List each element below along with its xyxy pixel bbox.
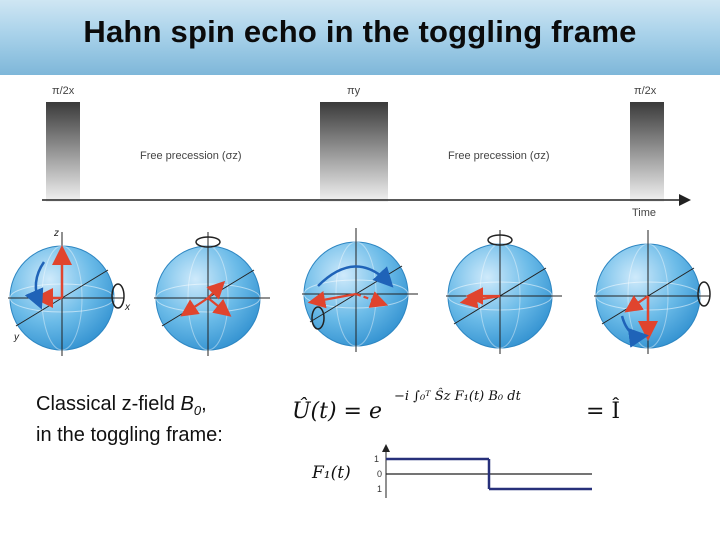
tick-label-bottom: 1 [377, 484, 382, 494]
pulse-3 [630, 102, 664, 202]
pulse-label-1: π/2x [52, 85, 75, 97]
caption-prefix: Classical z-field [36, 393, 181, 415]
title-bar [0, 0, 720, 75]
bloch-sphere-5 [594, 230, 711, 354]
caption-subscript: 0 [193, 403, 202, 418]
precession-label-1: Free precession (σz) [140, 150, 242, 162]
caption-line-2: in the toggling frame: [36, 424, 223, 446]
precession-label-2: Free precession (σz) [448, 150, 550, 162]
time-label: Time [632, 207, 656, 219]
pulse-1 [46, 102, 80, 202]
pulse-sequence: π/2x πy π/2x Free precession (σz) Free p… [42, 85, 691, 219]
caption-suffix: , [201, 393, 207, 415]
bloch-sphere-1: z x y [8, 228, 131, 356]
toggle-function-label: F₁(t) [311, 463, 351, 483]
toggle-plot: F₁(t) 1 0 1 [311, 444, 592, 498]
tick-label-top: 1 [374, 454, 379, 464]
bloch-sphere-4 [446, 230, 562, 354]
caption-symbol: B [180, 393, 194, 415]
bloch-sphere-2 [154, 232, 270, 356]
unitary-equation: Û(t) = e −i ∫₀ᵀ Ŝz F₁(t) B₀ dt = Î [292, 387, 620, 424]
equation-exponent: −i ∫₀ᵀ Ŝz F₁(t) B₀ dt [394, 387, 522, 404]
pulse-label-2: πy [347, 85, 361, 97]
pulse-label-3: π/2x [634, 85, 657, 97]
bloch-sphere-3 [302, 228, 418, 352]
toggle-segments [386, 457, 592, 491]
equation-rhs: = Î [586, 397, 620, 424]
equation-lhs: Û(t) = e [292, 397, 382, 424]
pulse-2 [320, 102, 388, 202]
axis-label-x: x [124, 302, 131, 313]
axis-label-z: z [53, 228, 59, 239]
slide-title: Hahn spin echo in the toggling frame [83, 14, 637, 49]
caption: Classical z-field B0, in the toggling fr… [36, 392, 286, 447]
tick-label-mid: 0 [377, 469, 382, 479]
axis-label-y: y [13, 332, 20, 343]
caption-line-1: Classical z-field B0, [36, 392, 286, 423]
